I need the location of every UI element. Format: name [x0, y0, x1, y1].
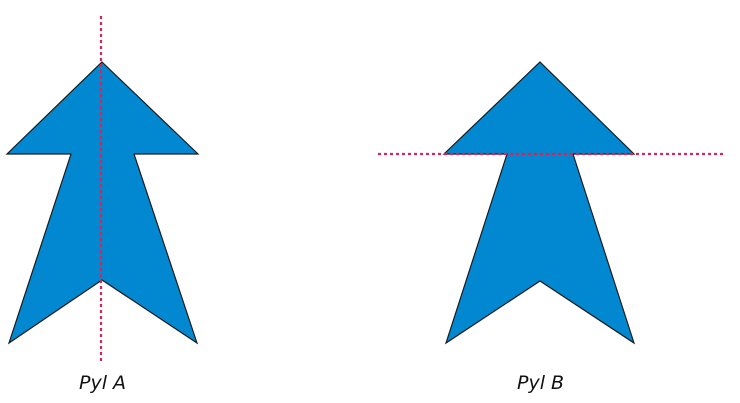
caption-arrow-a: Pyl A — [79, 372, 127, 394]
arrow-a-group — [5, 16, 200, 362]
arrow-a-shape — [5, 61, 200, 345]
arrow-b-shape — [442, 61, 636, 345]
caption-arrow-b: Pyl B — [517, 372, 565, 394]
arrow-b-group — [378, 61, 725, 345]
